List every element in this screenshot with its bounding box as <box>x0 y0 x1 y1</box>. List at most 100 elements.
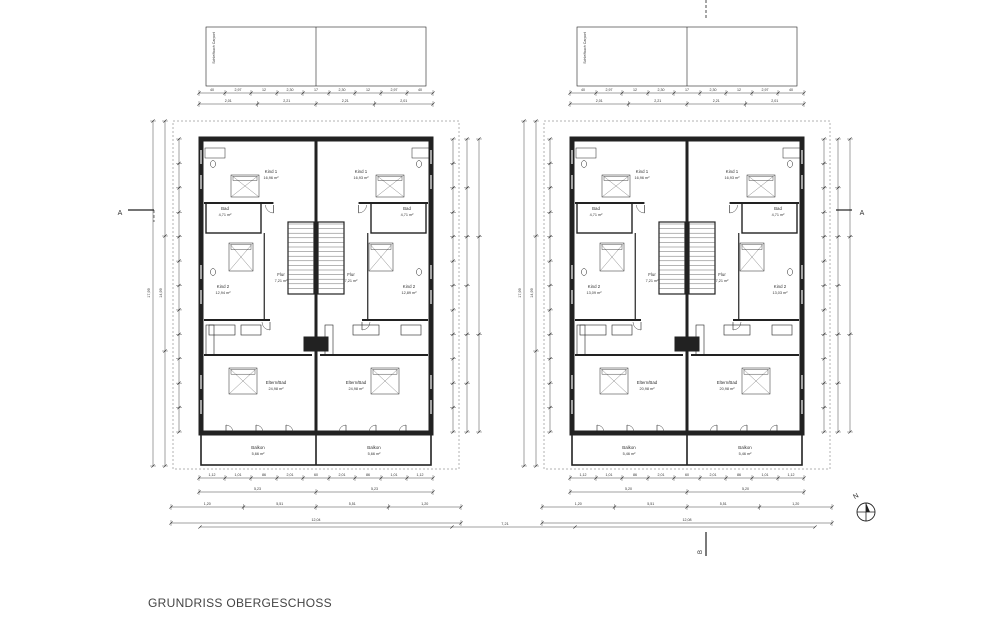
room-name: Kind 1 <box>355 169 368 174</box>
section-mark-a: A <box>860 210 865 217</box>
room-area: 5,66 m² <box>252 452 266 456</box>
room-name: Flur <box>277 272 285 277</box>
door-swing <box>636 204 645 214</box>
dimension-label: 5,20 <box>742 487 749 491</box>
bed <box>739 242 765 272</box>
plot-boundary <box>172 120 460 470</box>
dimension-label: 2,30 <box>339 88 346 92</box>
vanity <box>352 324 380 336</box>
room-area: 7,21 m² <box>646 279 660 283</box>
bed <box>375 174 405 198</box>
door-swing <box>656 424 665 433</box>
door-swing <box>729 204 738 214</box>
room-name: Flur <box>347 272 355 277</box>
bed-line <box>741 367 771 395</box>
room-area: 4,71 m² <box>219 213 233 217</box>
dimension-label: 86 <box>633 473 637 477</box>
door-swing <box>255 424 264 433</box>
room-area: 24,98 m² <box>349 387 365 391</box>
room-area: 4,71 m² <box>401 213 415 217</box>
dimension-label: 1,20 <box>792 502 799 506</box>
dimension-label: 1,20 <box>204 502 211 506</box>
toilet <box>581 160 587 168</box>
dimension-label: 2,21 <box>283 99 290 103</box>
toilet <box>416 160 422 168</box>
compass-north-label: N <box>852 492 860 501</box>
dimension-label: 5,51 <box>276 502 283 506</box>
door-swing <box>368 424 377 433</box>
chimney <box>674 336 686 352</box>
stair-enclosure <box>287 221 315 295</box>
dimension-label: 86 <box>737 473 741 477</box>
compass-arrow <box>866 503 870 512</box>
wardrobe <box>204 147 226 159</box>
section-mark-b: B <box>698 550 704 554</box>
bed <box>228 242 254 272</box>
pillow <box>743 369 769 375</box>
room-area: 16,93 m² <box>354 176 370 180</box>
dimension-label: 1,20 <box>575 502 582 506</box>
room-area: 5,46 m² <box>623 452 637 456</box>
dimension-label: 2,21 <box>713 99 720 103</box>
pillow <box>748 176 774 181</box>
dimension-label: 2,01 <box>339 473 346 477</box>
dimension-label: 2,01 <box>771 99 778 103</box>
room-area: 7,21 m² <box>716 279 730 283</box>
door-swing <box>626 424 635 433</box>
bed <box>599 242 625 272</box>
door-swing <box>261 321 271 331</box>
room-area: 16,96 m² <box>635 176 651 180</box>
dimension-label: 1,01 <box>606 473 613 477</box>
pillow <box>372 369 398 375</box>
door-swing <box>769 424 778 433</box>
dimension-label: 12 <box>633 88 637 92</box>
room-name: Flur <box>648 272 656 277</box>
door-swing <box>285 424 294 433</box>
room-name: Balkon <box>251 445 265 450</box>
room-area: 5,46 m² <box>739 452 753 456</box>
dimension-label: 12,08 <box>683 518 692 522</box>
door-swing <box>709 424 718 433</box>
bed-line <box>230 174 260 198</box>
bed-line <box>599 367 629 395</box>
chimney <box>688 336 700 352</box>
room-name: Kind 1 <box>726 169 739 174</box>
stair-enclosure <box>317 221 345 295</box>
dimension-label: 2,21 <box>654 99 661 103</box>
dimension-label: 12 <box>366 88 370 92</box>
door-swing <box>265 204 274 214</box>
dimension-label: 5,51 <box>720 502 727 506</box>
vanity <box>579 324 607 336</box>
room-name: Eltern/Bad <box>717 380 738 385</box>
door-swing <box>358 204 367 214</box>
dimension-label: 1,01 <box>391 473 398 477</box>
drawing-caption: GRUNDRISS OBERGESCHOSS <box>148 596 332 610</box>
dimension-label: 2,97 <box>606 88 613 92</box>
room-area: 4,71 m² <box>590 213 604 217</box>
carport-label: Schleifbuch Carport <box>583 32 587 64</box>
dimension-label: 86 <box>366 473 370 477</box>
bed-line <box>228 242 254 272</box>
stair-enclosure <box>658 221 686 295</box>
dimension-label: 1,12 <box>209 473 216 477</box>
bathroom-wall <box>370 202 427 234</box>
shower <box>611 324 633 336</box>
bed <box>601 174 631 198</box>
dimension-label: 60 <box>685 473 689 477</box>
bed-line <box>375 174 405 198</box>
toilet <box>210 160 216 168</box>
dimension-tick <box>573 525 577 529</box>
toilet <box>787 268 793 276</box>
door-swing <box>739 424 748 433</box>
bed <box>746 174 776 198</box>
dimension-tick <box>813 525 817 529</box>
room-name: Kind 2 <box>217 284 230 289</box>
shower <box>240 324 262 336</box>
dimension-label: 17 <box>314 88 318 92</box>
dimension-label: 12 <box>737 88 741 92</box>
shower <box>771 324 793 336</box>
pillow <box>601 244 623 250</box>
bed <box>370 367 400 395</box>
